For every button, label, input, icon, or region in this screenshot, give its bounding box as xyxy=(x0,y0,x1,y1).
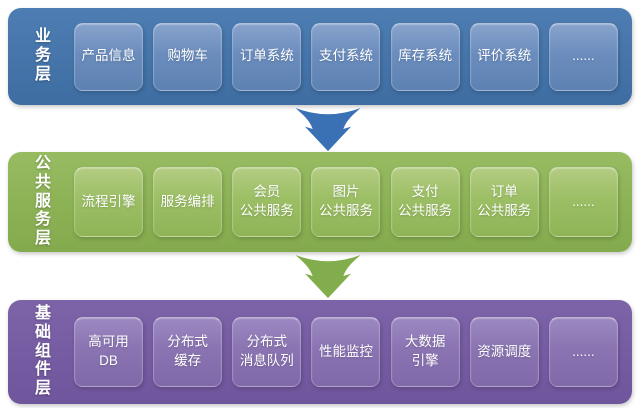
box-more-business: ...... xyxy=(548,22,618,91)
layer-band-services: 公 共 服 务 层 流程引擎 服务编排 会员 公共服务 图片 公共服务 支付 公… xyxy=(8,152,632,252)
down-arrow-shape xyxy=(295,107,361,152)
business-modules: 产品信息 购物车 订单系统 支付系统 库存系统 评价系统 ...... xyxy=(74,22,618,91)
down-arrow-icon xyxy=(295,254,361,299)
box-performance-monitoring: 性能监控 xyxy=(311,317,381,387)
box-member-public-service: 会员 公共服务 xyxy=(232,167,302,237)
layer-label-services: 公 共 服 务 层 xyxy=(34,154,51,248)
box-process-engine: 流程引擎 xyxy=(74,167,143,237)
box-big-data-engine: 大数据 引擎 xyxy=(390,317,460,387)
box-order-system: 订单系统 xyxy=(232,22,302,91)
box-payment-system: 支付系统 xyxy=(311,22,381,91)
layer-band-business: 业 务 层 产品信息 购物车 订单系统 支付系统 库存系统 评价系统 .....… xyxy=(8,8,632,105)
box-service-orchestration: 服务编排 xyxy=(153,167,223,237)
box-resource-scheduling: 资源调度 xyxy=(469,317,539,387)
component-modules: 高可用 DB 分布式 缓存 分布式 消息队列 性能监控 大数据 引擎 资源调度 … xyxy=(74,317,618,387)
box-ha-db: 高可用 DB xyxy=(74,317,143,387)
box-inventory-system: 库存系统 xyxy=(390,22,460,91)
box-product-info: 产品信息 xyxy=(74,22,143,91)
service-modules: 流程引擎 服务编排 会员 公共服务 图片 公共服务 支付 公共服务 订单 公共服… xyxy=(74,167,618,237)
box-shopping-cart: 购物车 xyxy=(153,22,223,91)
down-arrow-icon xyxy=(295,107,361,152)
box-review-system: 评价系统 xyxy=(469,22,539,91)
layer-label-components: 基 础 组 件 层 xyxy=(34,304,51,398)
box-more-components: ...... xyxy=(548,317,618,387)
box-distributed-cache: 分布式 缓存 xyxy=(153,317,223,387)
down-arrow-shape xyxy=(295,254,361,299)
box-payment-public-service: 支付 公共服务 xyxy=(390,167,460,237)
box-distributed-message-queue: 分布式 消息队列 xyxy=(232,317,302,387)
layer-label-business: 业 务 层 xyxy=(34,28,51,83)
box-more-services: ...... xyxy=(548,167,618,237)
box-order-public-service: 订单 公共服务 xyxy=(469,167,539,237)
layer-band-components: 基 础 组 件 层 高可用 DB 分布式 缓存 分布式 消息队列 性能监控 大数… xyxy=(8,300,632,404)
box-image-public-service: 图片 公共服务 xyxy=(311,167,381,237)
